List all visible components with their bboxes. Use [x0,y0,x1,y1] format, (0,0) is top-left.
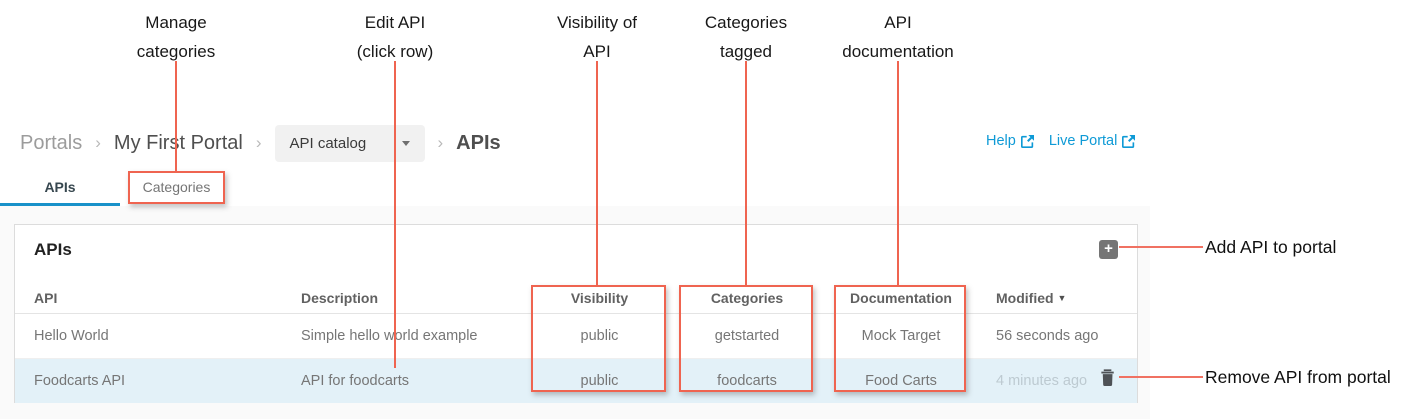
callout-categories-tagged: Categories tagged [705,8,787,66]
callout-line: tagged [720,42,772,61]
column-header-visibility[interactable]: Visibility [570,290,629,306]
callout-remove-api-from-portal: Remove API from portal [1205,367,1391,387]
annotation-line-add-api [1119,246,1203,248]
cell-categories: getstarted [714,328,780,344]
column-header-categories[interactable]: Categories [710,290,784,306]
callout-line: Visibility of [557,13,637,32]
column-header-modified-label: Modified [996,290,1054,306]
callout-line: Edit API [364,13,426,32]
callout-line: Manage [145,13,207,32]
breadcrumb-current-apis: APIs [456,131,501,154]
breadcrumb-separator: › [437,133,444,152]
cell-visibility: public [580,328,619,344]
cell-api: Foodcarts API [34,373,126,389]
panel-title: APIs [34,240,72,259]
cell-api: Hello World [34,328,109,344]
callout-line: API [583,42,611,61]
callout-manage-categories: Manage categories [137,8,215,66]
callout-edit-api: Edit API (click row) [357,8,434,66]
tab-categories[interactable]: Categories [142,179,211,195]
breadcrumb-portal-name[interactable]: My First Portal [113,131,243,154]
external-link-icon [1122,134,1136,148]
cell-documentation: Food Carts [865,373,937,389]
header-divider [15,313,1137,314]
remove-api-button[interactable] [1099,368,1117,387]
annotation-line-visibility [596,61,598,285]
tab-apis[interactable]: APIs [44,179,76,195]
cell-visibility: public [580,373,619,389]
sort-desc-icon: ▼ [1057,293,1067,303]
catalog-dropdown[interactable]: API catalog [274,124,425,162]
annotation-line-remove-api [1119,376,1203,378]
annotation-line-documentation [897,61,899,285]
callout-line: (click row) [356,42,434,61]
callout-line: categories [136,42,216,61]
add-api-button[interactable]: + [1099,240,1118,259]
annotation-box-categories-tab [128,171,225,204]
callout-visibility-of-api: Visibility of API [557,8,637,66]
callout-api-documentation: API documentation [842,8,954,66]
live-portal-link[interactable]: Live Portal [1049,133,1136,149]
callout-line: Categories [704,13,788,32]
callout-line: documentation [842,42,954,61]
annotation-line-manage-categories [175,61,177,171]
breadcrumb: Portals › My First Portal › API catalog … [20,124,501,162]
column-header-modified[interactable]: Modified▼ [996,283,1146,313]
cell-documentation: Mock Target [861,328,941,344]
live-portal-link-label: Live Portal [1048,133,1118,149]
column-header-documentation[interactable]: Documentation [850,290,952,306]
cell-modified: 4 minutes ago [996,373,1088,389]
table-row-hello-world[interactable]: Hello World Simple hello world example p… [15,314,1137,359]
annotation-box-visibility-column [531,285,666,392]
cell-description: Simple hello world example [301,328,478,344]
cell-categories: foodcarts [717,373,777,389]
apis-panel: APIs + API Description Visibility Catego… [14,224,1138,403]
chevron-down-icon [401,140,410,146]
breadcrumb-separator: › [255,133,262,152]
column-header-description[interactable]: Description [301,290,379,306]
help-link[interactable]: Help [986,133,1034,149]
callout-line: API [884,13,912,32]
column-header-api[interactable]: API [34,290,58,306]
breadcrumb-separator: › [95,133,101,152]
annotation-box-documentation-column [834,285,966,392]
help-link-label: Help [986,133,1016,149]
external-link-icon [1020,134,1034,148]
cell-description: API for foodcarts [301,373,409,389]
header-links: Help Live Portal [986,133,1136,149]
annotation-box-categories-column [679,285,813,392]
callout-add-api-to-portal: Add API to portal [1205,237,1337,257]
catalog-dropdown-value: API catalog [289,134,367,152]
annotation-line-edit-api [394,61,396,368]
annotation-line-categories [745,61,747,285]
active-tab-underline [0,203,120,206]
cell-modified: 56 seconds ago [996,328,1099,344]
trash-icon [1101,369,1114,386]
breadcrumb-portals[interactable]: Portals [20,131,83,154]
table-row-foodcarts[interactable]: Foodcarts API API for foodcarts public f… [15,359,1137,403]
